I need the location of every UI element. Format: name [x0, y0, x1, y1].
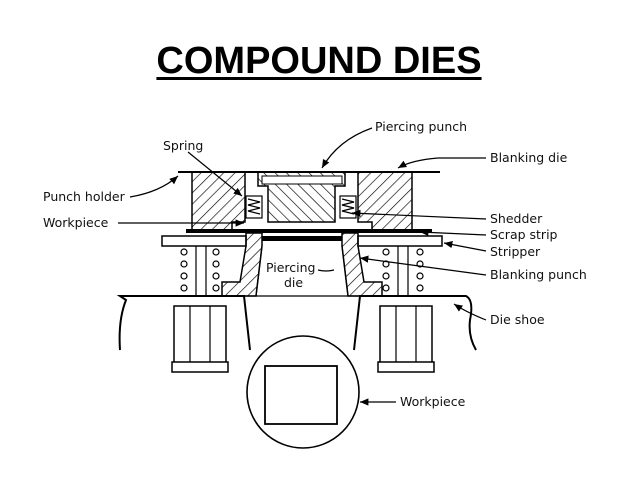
workpiece-blank — [262, 236, 342, 241]
label-blanking-punch: Blanking punch — [490, 267, 587, 282]
stripper-left — [161, 235, 247, 247]
label-piercing-punch: Piercing punch — [375, 119, 467, 134]
label-punch-holder: Punch holder — [43, 189, 126, 204]
workpiece-detail — [246, 335, 360, 449]
die-shoe — [116, 295, 477, 351]
spring-left — [245, 195, 263, 219]
blanking-die-right — [357, 171, 413, 233]
stripper-right — [357, 235, 443, 247]
guide-post-left — [171, 305, 229, 373]
label-workpiece-left: Workpiece — [43, 215, 109, 230]
leader-lines — [118, 127, 487, 406]
spring-right — [339, 195, 357, 219]
scrap-strip — [186, 229, 432, 233]
piercing-punch — [257, 171, 346, 223]
label-workpiece-bottom: Workpiece — [400, 394, 466, 409]
label-piercing-die-2: die — [284, 275, 303, 290]
label-die-shoe: Die shoe — [490, 312, 545, 327]
label-shedder: Shedder — [490, 211, 543, 226]
guide-post-right — [377, 305, 435, 373]
label-piercing-die-1: Piercing — [266, 260, 316, 275]
label-stripper: Stripper — [490, 244, 541, 259]
label-blanking-die: Blanking die — [490, 150, 568, 165]
label-spring: Spring — [163, 138, 203, 153]
lower-springs — [180, 246, 424, 296]
page-title: COMPOUND DIES — [156, 40, 482, 82]
label-scrap-strip: Scrap strip — [490, 227, 558, 242]
